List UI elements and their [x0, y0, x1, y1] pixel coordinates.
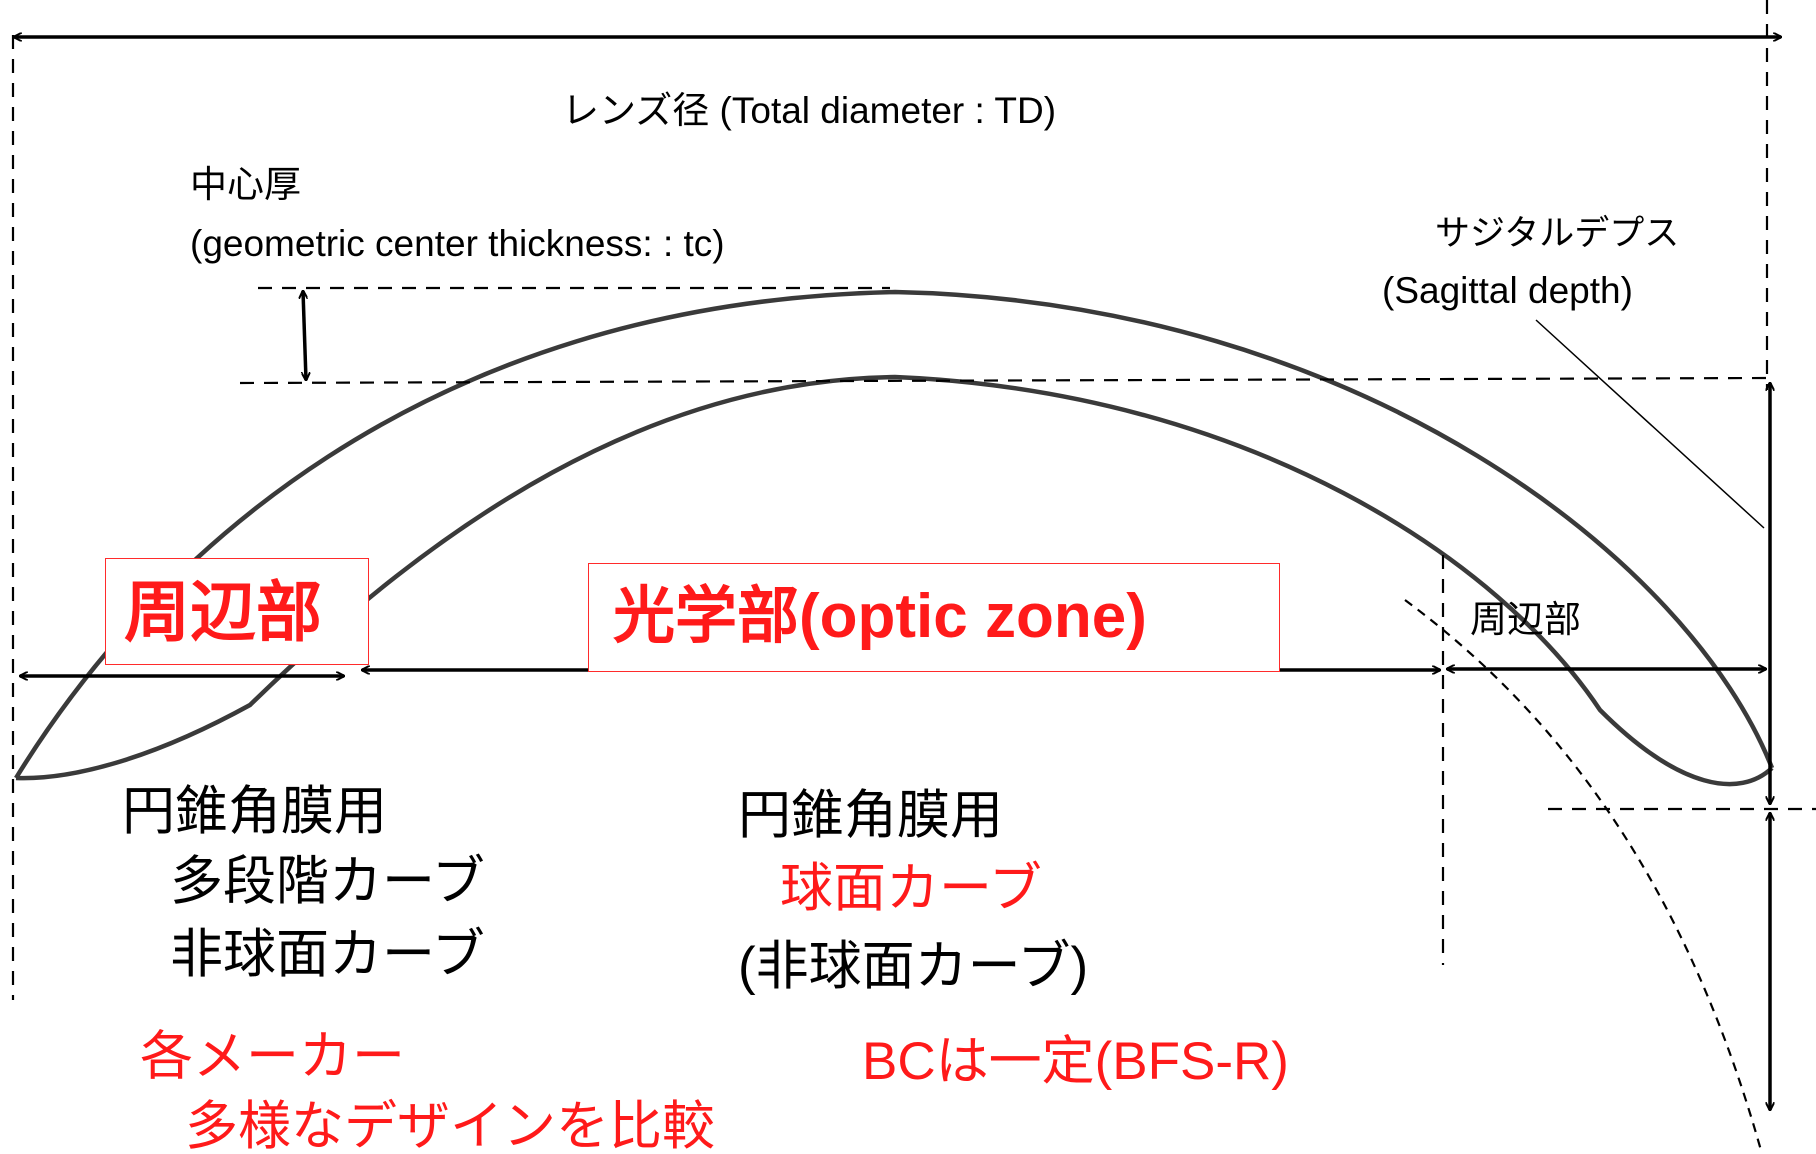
- optic-note-line2: 球面カーブ: [780, 859, 1042, 918]
- sagittal-depth-english-label: (Sagittal depth): [1382, 270, 1633, 311]
- optic-note-line3: (非球面カーブ): [738, 937, 1089, 996]
- sagittal-depth-label: サジタルデプス: [1435, 214, 1680, 253]
- peripheral-note-line2: 多段階カーブ: [170, 852, 485, 911]
- peripheral-note-line3: 非球面カーブ: [170, 925, 485, 984]
- maker-note-line2: 多様なデザインを比較: [185, 1097, 715, 1154]
- center-thickness-arrow: [303, 291, 306, 380]
- total-diameter-label: レンズ径 (Total diameter : TD): [562, 90, 1057, 131]
- bc-note: BCは一定(BFS-R): [862, 1032, 1289, 1091]
- peripheral-note-line1: 円錐角膜用: [122, 782, 387, 841]
- base-curve-dashed-arc: [1404, 599, 1764, 1154]
- optic-zone-label: 光学部(optic zone): [613, 582, 1147, 651]
- center-thickness-label: 中心厚: [190, 164, 301, 205]
- peripheral-zone-right-label: 周辺部: [1470, 599, 1581, 640]
- lens-outer-surface: [14, 289, 1775, 780]
- maker-note-line1: 各メーカー: [140, 1027, 405, 1086]
- optic-note-line1: 円錐角膜用: [738, 786, 1003, 845]
- peripheral-zone-left-label: 周辺部: [124, 575, 322, 649]
- center-thickness-english-label: (geometric center thickness: : tc): [190, 223, 725, 264]
- peripheral-zone-left-box: 周辺部: [105, 558, 369, 665]
- optic-zone-box: 光学部(optic zone): [588, 563, 1280, 672]
- lens-inner-surface: [15, 374, 1774, 787]
- sagittal-depth-leader-line: [1535, 319, 1765, 529]
